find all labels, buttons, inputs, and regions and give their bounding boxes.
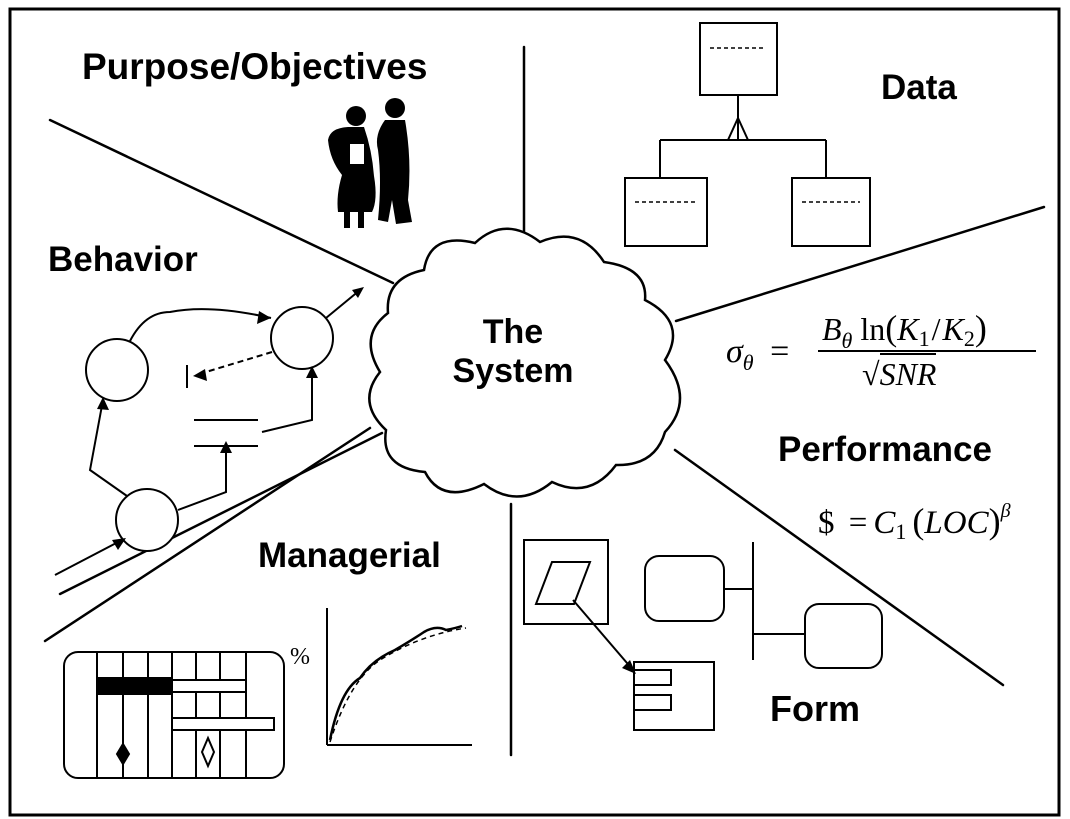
- divider-upper-left: [48, 118, 395, 285]
- label-the-system-line1: The: [482, 313, 544, 351]
- curve-actual: [328, 624, 463, 741]
- divider-upper-right: [674, 205, 1046, 323]
- num-K2: K: [942, 311, 964, 347]
- num-slash: /: [931, 311, 941, 347]
- divider-lower-right: [673, 448, 1005, 687]
- num-K1: K: [897, 311, 919, 347]
- den-sqrt: √: [862, 356, 880, 392]
- cost-dollar: $: [818, 505, 835, 541]
- num-B-sub: θ: [841, 328, 853, 353]
- formula-numerator: Bθ ln(K1/K2): [822, 307, 987, 354]
- num-K2-sub: 2: [963, 326, 975, 351]
- outer-frame: [8, 7, 1061, 817]
- people-silhouette-icon: [328, 98, 412, 228]
- num-paren-close: ): [974, 308, 987, 348]
- curve-planned: [329, 627, 467, 743]
- cost-paren-open: (: [912, 501, 925, 541]
- cost-C: C: [873, 505, 896, 541]
- state-left: [85, 338, 149, 402]
- formula-sigma-symbol: σ: [726, 333, 743, 370]
- num-paren-open: (: [885, 308, 898, 348]
- formula-sigma: σθ =: [726, 333, 797, 376]
- label-form: Form: [770, 688, 860, 729]
- formula-sigma-sub: θ: [742, 350, 754, 375]
- den-snr: SNR: [879, 353, 937, 392]
- label-managerial: Managerial: [258, 536, 441, 575]
- data-entity-diagram: [624, 22, 871, 247]
- entity-child-right: [791, 177, 871, 247]
- num-ln: ln: [860, 311, 886, 347]
- state-top: [270, 306, 334, 370]
- behavior-state-diagram: [54, 289, 361, 576]
- label-performance: Performance: [778, 430, 992, 469]
- num-B: B: [822, 311, 842, 347]
- form-arrowhead: [622, 660, 636, 674]
- entity-child-left: [624, 177, 708, 247]
- formula-cost: $ =C1(LOC)β: [818, 500, 1011, 545]
- system-cloud: [368, 227, 682, 498]
- cost-equals: =: [848, 505, 868, 541]
- behavior-arrowheads: [97, 287, 364, 550]
- formula-fraction-bar: [818, 350, 1036, 352]
- divider-lower-left-b: [43, 426, 372, 643]
- num-K1-sub: 1: [918, 326, 930, 351]
- formula-equals: =: [770, 333, 790, 370]
- entity-parent: [699, 22, 778, 96]
- label-behavior: Behavior: [48, 240, 198, 279]
- cost-LOC: LOC: [924, 505, 989, 541]
- label-purpose-objectives: Purpose/Objectives: [82, 46, 428, 87]
- formula-denominator: √SNR: [862, 353, 937, 393]
- gantt-chart-icon: [63, 651, 285, 779]
- label-data: Data: [881, 68, 957, 107]
- label-the-system-line2: System: [452, 352, 574, 390]
- cost-C-sub: 1: [895, 519, 907, 544]
- sector-divider-lines: [43, 45, 1046, 757]
- cost-exp: β: [1000, 500, 1011, 522]
- chart-percent-label: %: [290, 644, 310, 670]
- form-structure-diagram: [523, 539, 883, 731]
- growth-curve-chart: [326, 608, 472, 746]
- divider-lower-left-a: [58, 431, 384, 596]
- state-bottom: [115, 488, 179, 552]
- cost-paren-close: ): [988, 501, 1001, 541]
